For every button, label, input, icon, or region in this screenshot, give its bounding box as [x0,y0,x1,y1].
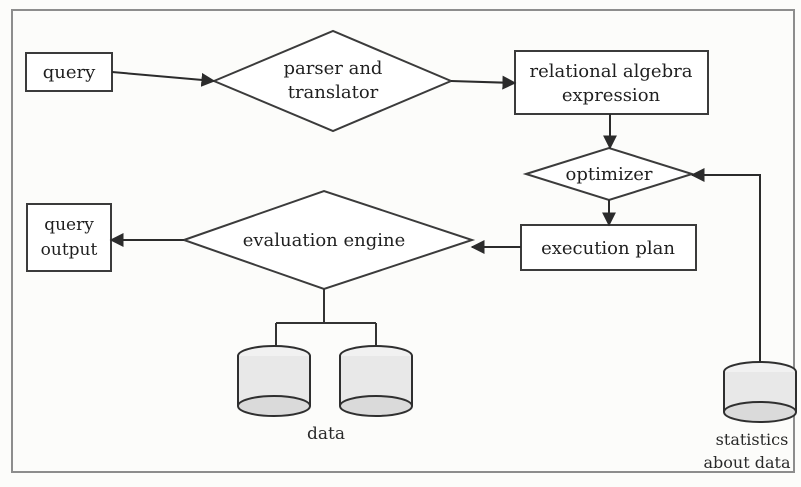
diagram-frame [11,9,795,473]
evaluation-engine-label: evaluation engine [243,230,406,251]
query-to-parser-arrow [111,71,216,87]
relational-algebra-box [514,50,709,115]
data-cylinder-right [339,345,413,417]
query-output-box [26,203,112,272]
query-output-line-2: output [41,240,98,260]
query-output-line-1: query [44,215,94,235]
query-box [25,52,113,92]
statistics-label-line-2: about data [704,453,791,472]
optimizer-label: optimizer [566,164,653,185]
execution-plan-label: execution plan [541,238,675,259]
statistics-label-line-1: statistics [716,430,789,449]
relational-label-line-1: relational algebra [530,61,693,82]
parser-label-line-2: translator [288,82,379,103]
statistics-cylinder [723,361,797,423]
parser-to-relational-arrow [450,75,517,90]
relational-label-line-2: expression [562,85,661,106]
parser-translator-diamond [211,29,454,133]
parser-label-line-1: parser and [284,58,383,79]
data-cylinder-left [237,345,311,417]
statistics-to-optimizer-arrow [690,168,761,362]
data-label: data [307,424,345,444]
query-label: query [43,62,96,83]
